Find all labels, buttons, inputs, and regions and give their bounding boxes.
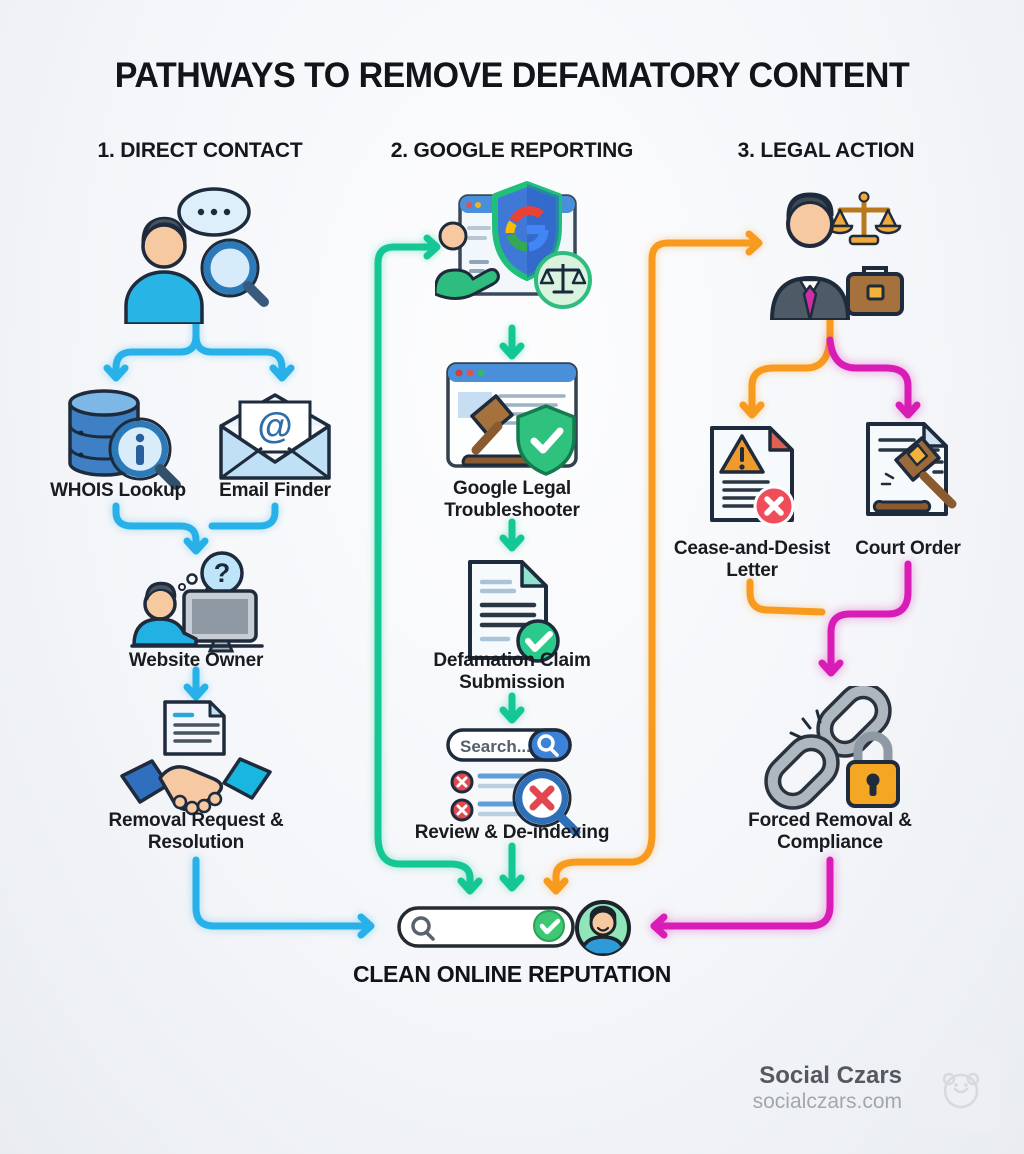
column-header-direct-contact: 1. DIRECT CONTACT [97, 139, 303, 162]
broken-chain-padlock-icon [758, 686, 906, 816]
browser-gavel-shield-icon [436, 360, 588, 486]
warning-letter-icon [698, 422, 810, 528]
question-mark: ? [214, 558, 231, 588]
label-google-legal-troubleshooter: Google Legal Troubleshooter [444, 478, 580, 522]
page-title: PATHWAYS TO REMOVE DEFAMATORY CONTENT [114, 56, 910, 95]
label-website-owner: Website Owner [128, 650, 264, 671]
envelope-at-icon: @ [210, 390, 340, 486]
at-symbol: @ [257, 405, 292, 446]
handshake-document-icon [120, 696, 272, 828]
label-court-order: Court Order [855, 538, 961, 559]
label-cease-and-desist: Cease-and-Desist Letter [673, 538, 831, 582]
clean-reputation-avatar [572, 897, 634, 959]
direct-contact-arrows [103, 316, 375, 939]
column-header-legal-action: 3. LEGAL ACTION [737, 139, 915, 162]
footer-website-url: socialczars.com [752, 1090, 902, 1113]
label-email-finder: Email Finder [219, 480, 331, 501]
footer-brand-name: Social Czars [759, 1062, 902, 1089]
person-thinking-magnifier-icon [112, 182, 292, 324]
search-results-removal-icon: Search... [440, 724, 588, 840]
label-forced-removal: Forced Removal & Compliance [748, 810, 912, 854]
google-shield-scales-icon [435, 180, 595, 324]
social-czars-logo [923, 1051, 1000, 1130]
label-defamation-claim: Defamation Claim Submission [433, 650, 591, 694]
label-removal-request: Removal Request & Resolution [108, 810, 284, 854]
label-clean-online-reputation: CLEAN ONLINE REPUTATION [352, 961, 672, 987]
clean-search-bar [396, 905, 576, 949]
legal-magenta-arrows [650, 336, 921, 939]
label-review-deindexing: Review & De-indexing [414, 822, 610, 843]
label-whois-lookup: WHOIS Lookup [50, 480, 186, 501]
document-check-icon [452, 556, 572, 668]
person-at-computer-icon: ? [122, 549, 272, 659]
database-search-icon [50, 383, 190, 501]
lawyer-scales-briefcase-icon [756, 188, 908, 320]
column-header-google-reporting: 2. GOOGLE REPORTING [390, 139, 634, 162]
search-placeholder-text: Search... [460, 737, 531, 756]
google-reporting-arrows [374, 234, 525, 895]
gavel-document-icon [850, 418, 968, 522]
